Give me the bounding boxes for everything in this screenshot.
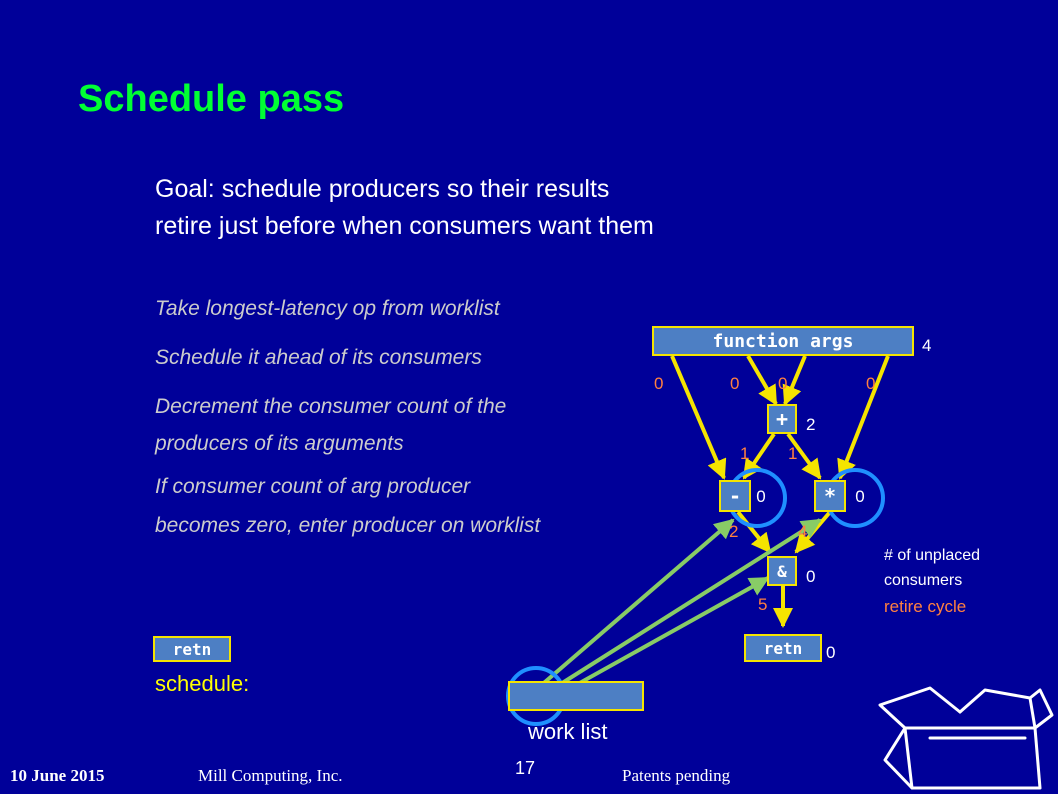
step-text: If consumer count of arg producer (155, 475, 471, 498)
step-text: Take longest-latency op from worklist (155, 297, 500, 320)
page-number: 17 (515, 758, 536, 778)
footer-patents: Patents pending (622, 766, 731, 785)
edge-arg-to-plus-right (782, 355, 807, 406)
and-retire-cycle: 5 (758, 595, 768, 614)
worklist-box (508, 681, 644, 711)
legend-retire-cycle: retire cycle (884, 597, 967, 616)
edge-arg-to-plus-left (746, 354, 778, 406)
times-consumer-count: 0 (850, 484, 870, 510)
plus-op-node: + (767, 404, 797, 434)
edge-arg-to-times (837, 355, 890, 480)
arg-retire-cycle: 0 (654, 374, 664, 393)
args-consumer-count: 4 (922, 336, 932, 355)
plus-consumer-count: 2 (806, 415, 816, 434)
plus-retire-cycle: 1 (740, 444, 750, 463)
arg-retire-cycle: 0 (778, 374, 788, 393)
edge-arg-to-minus (670, 355, 727, 480)
function-args-node: function args (652, 326, 914, 356)
times-op-node: * (814, 480, 846, 512)
minus-consumer-count: 0 (751, 484, 771, 510)
minus-op-node: - (719, 480, 751, 512)
worklist-arrow-to-times (546, 518, 822, 694)
goal-line-1: Goal: schedule producers so their result… (155, 175, 610, 203)
worklist-label: work list (528, 719, 608, 744)
schedule-retn-node: retn (153, 636, 231, 662)
worklist-arrow-to-minus (536, 518, 735, 690)
legend-unplaced-consumers: consumers (884, 572, 963, 589)
edge-minus-to-and (736, 510, 772, 554)
footer-date: 10 June 2015 (10, 766, 105, 785)
and-consumer-count: 0 (806, 567, 816, 586)
step-text: Decrement the consumer count of the (155, 395, 507, 418)
arg-retire-cycle: 0 (730, 374, 740, 393)
footer-company: Mill Computing, Inc. (198, 766, 343, 785)
goal-line-2: retire just before when consumers want t… (155, 212, 654, 240)
step-text: producers of its arguments (155, 432, 404, 455)
page-title: Schedule pass (78, 78, 345, 120)
times-retire-cycle: 4 (798, 522, 808, 541)
step-text: Schedule it ahead of its consumers (155, 346, 482, 369)
legend-unplaced-consumers: # of unplaced (884, 547, 981, 564)
arg-retire-cycle: 0 (866, 374, 876, 393)
minus-retire-cycle: 2 (729, 522, 739, 541)
step-text: becomes zero, enter producer on worklist (155, 514, 541, 537)
and-op-node: & (767, 556, 797, 586)
retn-op-node: retn (744, 634, 822, 662)
plus-retire-cycle: 1 (788, 444, 798, 463)
retn-consumer-count: 0 (826, 643, 836, 662)
worklist-arrow-to-and (559, 576, 770, 696)
schedule-label: schedule: (155, 671, 250, 696)
edge-plus-to-times (786, 432, 822, 480)
